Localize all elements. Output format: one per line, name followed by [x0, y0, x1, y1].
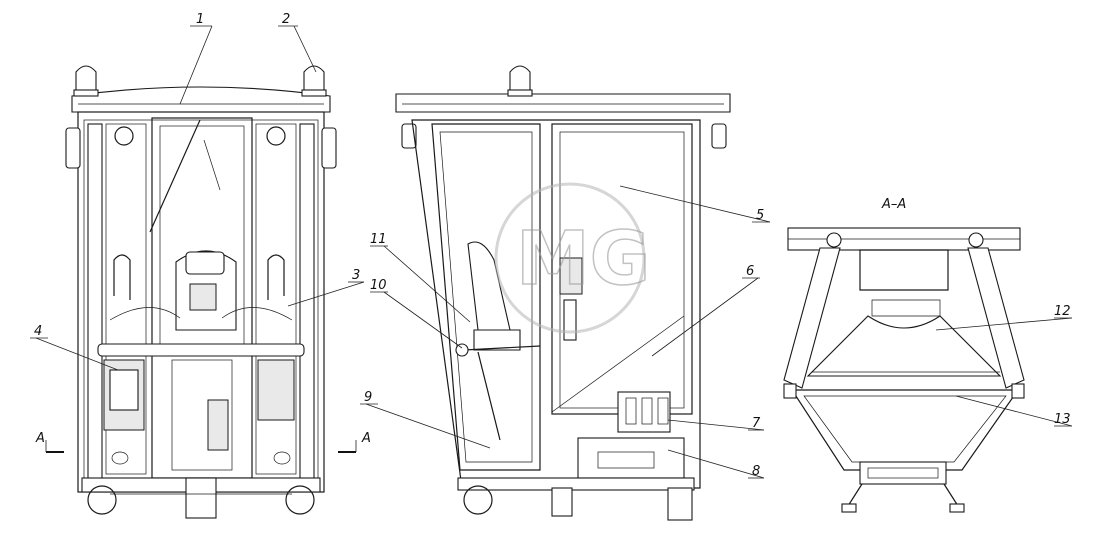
- section-marker-right: A: [361, 431, 371, 446]
- watermark-logo: MG: [494, 182, 651, 334]
- callout-10: 10: [370, 278, 387, 293]
- callout-labels: 1 2 3 4 5 6 7 8 9 10 11 12 13: [34, 12, 1071, 479]
- callout-13: 13: [1054, 412, 1071, 427]
- callout-8: 8: [752, 464, 760, 479]
- callout-3: 3: [352, 268, 360, 283]
- callout-9: 9: [364, 390, 372, 405]
- callout-4: 4: [34, 324, 42, 339]
- callout-7: 7: [752, 416, 761, 431]
- section-title: A–A: [881, 197, 906, 212]
- section-marker-left: A: [35, 431, 45, 446]
- leader-lines: [30, 25, 1073, 479]
- watermark-text: MG: [516, 216, 650, 302]
- callout-1: 1: [196, 12, 204, 27]
- callout-11: 11: [370, 232, 387, 247]
- callout-5: 5: [756, 208, 764, 223]
- callout-12: 12: [1054, 304, 1071, 319]
- callout-6: 6: [746, 264, 754, 279]
- front-view: [45, 65, 357, 519]
- section-view: [783, 227, 1025, 513]
- callout-2: 2: [282, 12, 290, 27]
- side-view: MG: [395, 65, 731, 521]
